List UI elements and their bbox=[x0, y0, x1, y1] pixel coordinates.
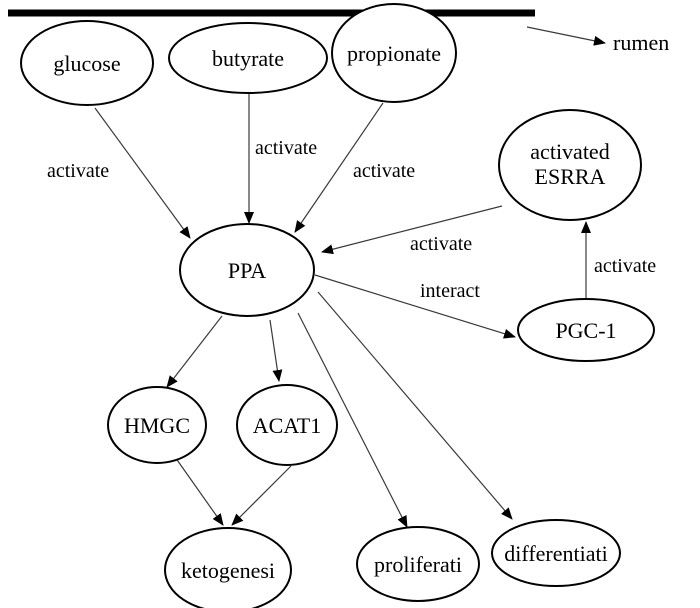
edge-ppa-to-proliferation bbox=[297, 312, 408, 528]
edge-label-butyrate-ppa: activate bbox=[255, 137, 317, 159]
edge-label-pgc1-esrra: activate bbox=[594, 255, 656, 277]
edge-ppa-to-pgc1 bbox=[314, 274, 516, 339]
node-activated-esrra: activated ESRRA bbox=[498, 109, 642, 221]
edge-propionate-to-ppa bbox=[294, 102, 384, 233]
node-glucose: glucose bbox=[20, 20, 154, 106]
edge-hmgc-to-ketogenesis bbox=[174, 456, 224, 526]
edge-label-esrra-ppa: activate bbox=[410, 233, 472, 255]
node-ppa: PPA bbox=[179, 223, 315, 317]
svg-text:proliferati: proliferati bbox=[374, 552, 462, 577]
svg-text:PGC-1: PGC-1 bbox=[555, 318, 616, 343]
node-hmgc: HMGC bbox=[107, 386, 207, 464]
rumen-arrow bbox=[526, 26, 606, 46]
edge-label-ppa-pgc1: interact bbox=[420, 280, 480, 302]
svg-text:glucose: glucose bbox=[53, 51, 120, 76]
edge-label-propionate-ppa: activate bbox=[353, 160, 415, 182]
edge-label-glucose-ppa: activate bbox=[47, 160, 109, 182]
node-propionate: propionate bbox=[331, 3, 457, 103]
edge-glucose-to-ppa bbox=[94, 107, 191, 239]
node-acat1: ACAT1 bbox=[236, 384, 338, 466]
node-butyrate: butyrate bbox=[168, 22, 328, 94]
svg-text:ESRRA: ESRRA bbox=[535, 164, 606, 189]
svg-text:HMGC: HMGC bbox=[124, 413, 190, 438]
svg-text:ketogenesi: ketogenesi bbox=[181, 558, 275, 583]
svg-text:butyrate: butyrate bbox=[212, 46, 284, 71]
rumen-label: rumen bbox=[613, 30, 669, 55]
edge-acat1-to-ketogenesis bbox=[231, 465, 292, 526]
svg-text:PPA: PPA bbox=[228, 258, 266, 283]
node-proliferation: proliferati bbox=[356, 526, 480, 602]
edge-esrra-to-ppa bbox=[321, 205, 503, 255]
node-pgc1: PGC-1 bbox=[517, 298, 655, 362]
svg-text:activated: activated bbox=[530, 139, 609, 164]
svg-text:propionate: propionate bbox=[347, 41, 441, 66]
svg-text:differentiati: differentiati bbox=[504, 541, 607, 566]
svg-text:ACAT1: ACAT1 bbox=[253, 413, 321, 438]
node-differentiation: differentiati bbox=[491, 519, 621, 587]
edge-ppa-to-acat1 bbox=[269, 319, 283, 382]
node-ketogenesis: ketogenesi bbox=[164, 527, 292, 608]
edge-ppa-to-differentiation bbox=[317, 291, 513, 520]
edge-ppa-to-hmgc bbox=[166, 315, 223, 388]
